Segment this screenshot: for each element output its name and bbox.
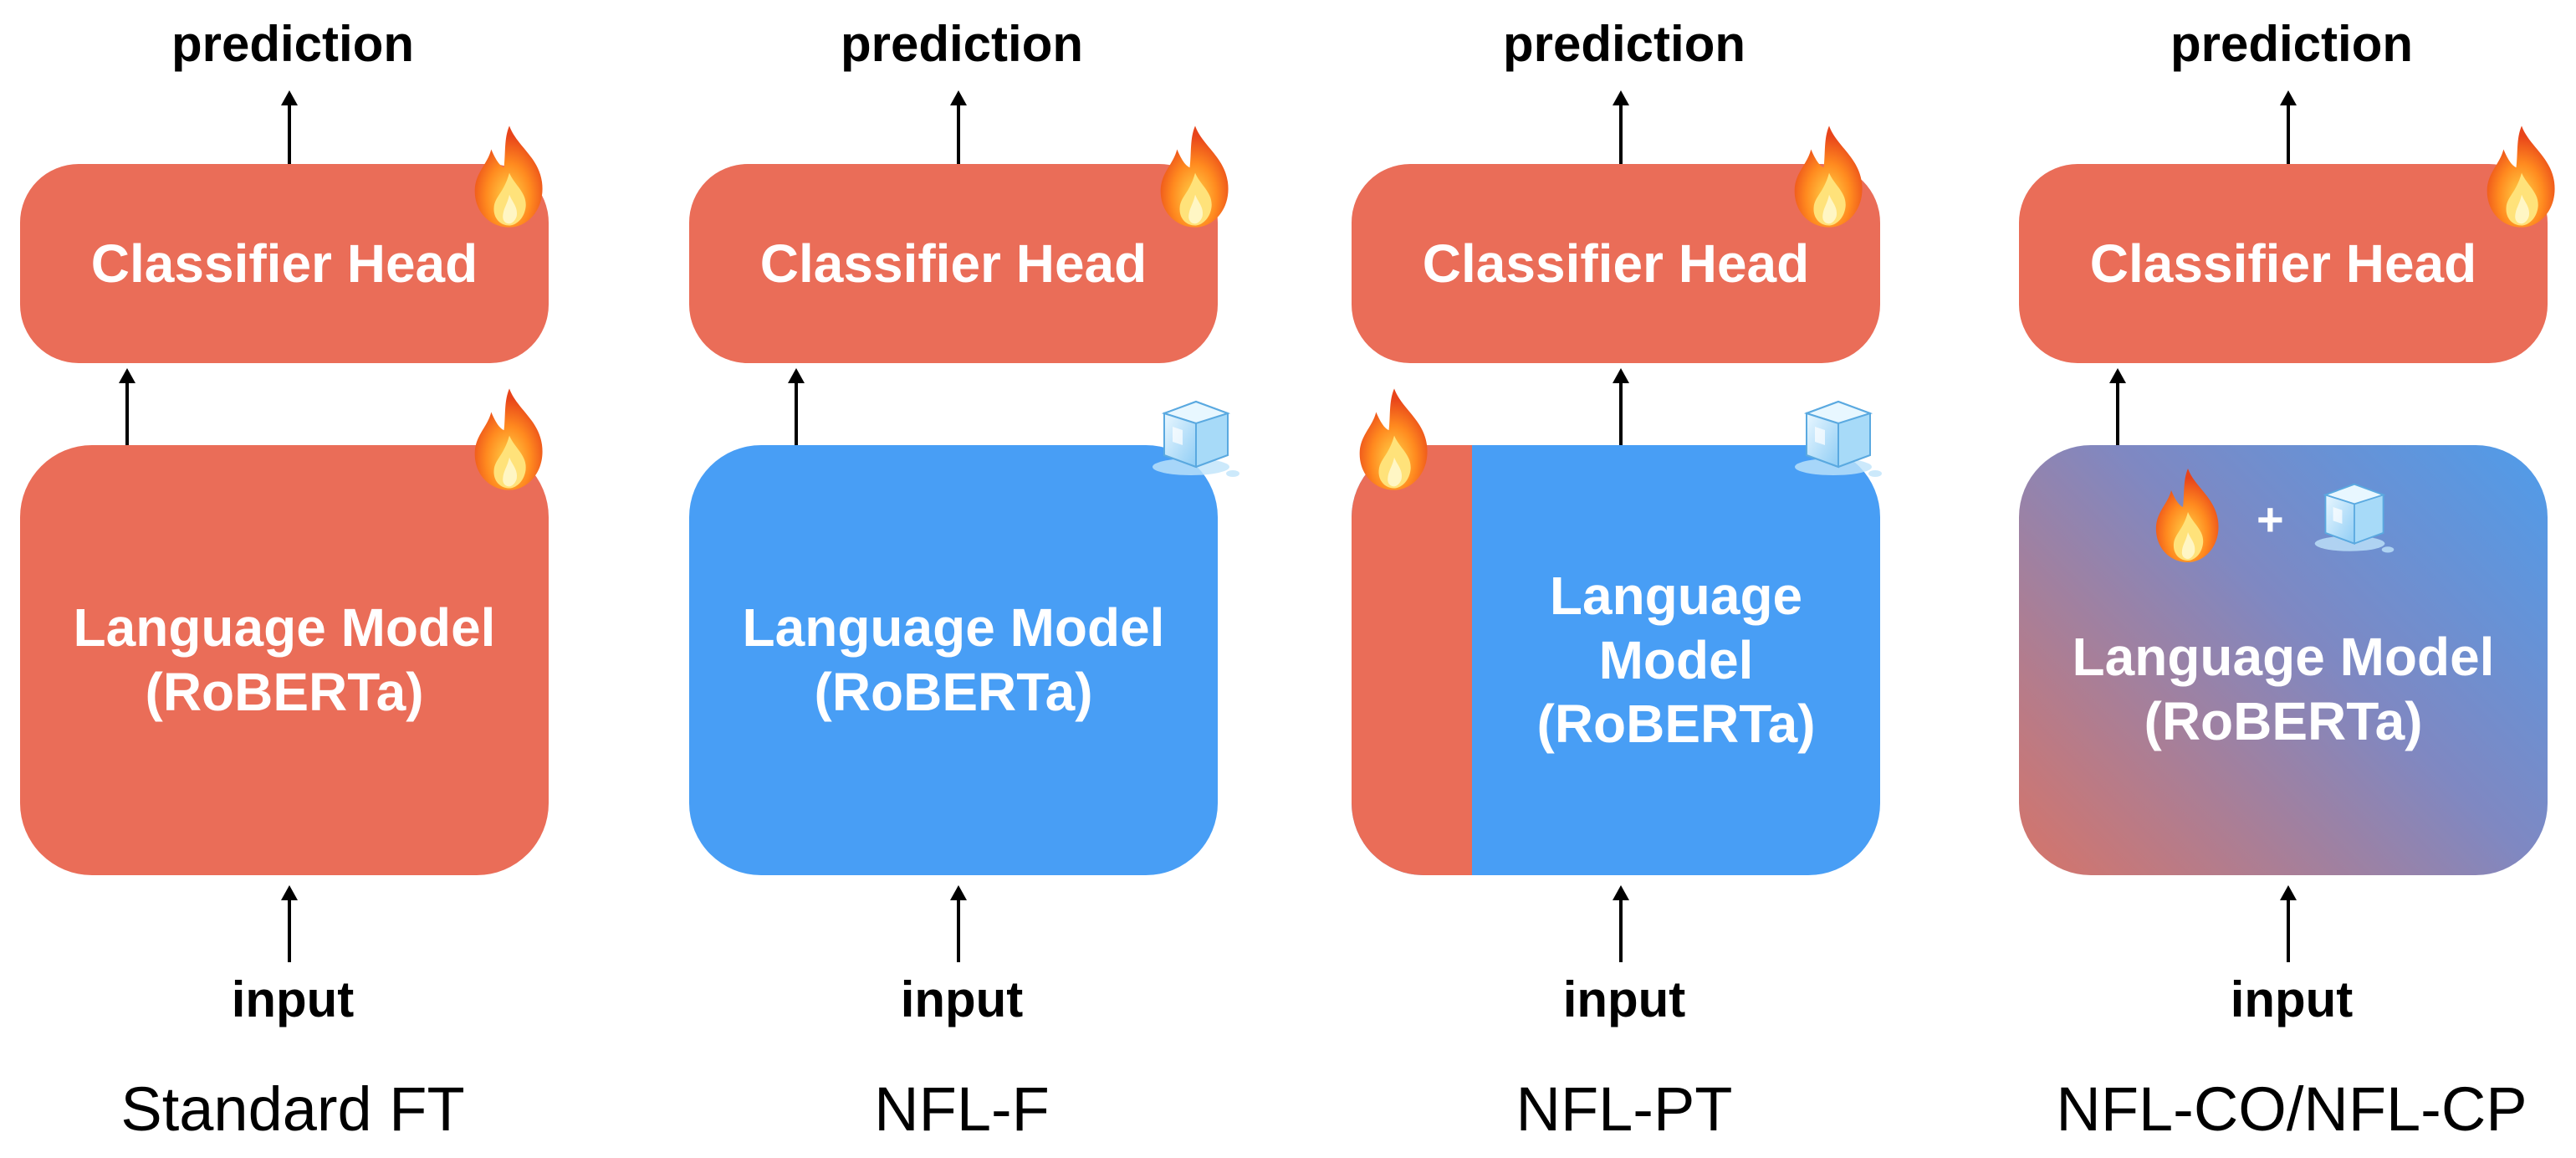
arrow-input-to-lm bbox=[2280, 885, 2297, 962]
lm-line-2: Model bbox=[1598, 629, 1754, 690]
classifier-head-box: Classifier Head bbox=[689, 164, 1218, 363]
arrow-lm-to-head bbox=[788, 368, 805, 445]
arrow-lm-to-head bbox=[1613, 368, 1629, 445]
ice-cube-icon bbox=[1146, 390, 1246, 482]
input-label: input bbox=[1562, 971, 1686, 1027]
arrow-input-to-lm bbox=[281, 885, 298, 962]
prediction-label: prediction bbox=[171, 16, 414, 72]
lm-line-1: Language bbox=[1549, 565, 1803, 626]
caption: NFL-PT bbox=[1515, 1074, 1733, 1144]
ice-cube-icon bbox=[1788, 390, 1889, 482]
arrow-head-to-prediction bbox=[1613, 90, 1629, 167]
panel-nfl-co-cp: prediction Classifier Head Language Mode… bbox=[1999, 0, 2576, 1158]
fire-icon bbox=[1149, 122, 1241, 231]
lm-line-3: (RoBERTa) bbox=[1536, 694, 1816, 755]
plus-sign: + bbox=[2257, 493, 2284, 546]
caption: Standard FT bbox=[120, 1074, 465, 1144]
input-label: input bbox=[2230, 971, 2354, 1027]
language-model-box: Language Model (RoBERTa) bbox=[20, 445, 549, 875]
caption: NFL-F bbox=[874, 1074, 1050, 1144]
language-model-label: Language Model (RoBERTa) bbox=[2073, 625, 2495, 754]
panel-standard-ft: prediction Classifier Head Language Mode… bbox=[0, 0, 585, 1158]
fire-icon bbox=[2476, 122, 2568, 231]
arrow-input-to-lm bbox=[1613, 885, 1629, 962]
language-model-label: Language Model (RoBERTa) bbox=[1472, 445, 1880, 875]
classifier-head-label: Classifier Head bbox=[90, 233, 478, 294]
fire-icon bbox=[1348, 385, 1440, 494]
language-model-box: Language Model (RoBERTa) bbox=[2019, 445, 2548, 875]
panel-nfl-f: prediction Classifier Head Language Mode… bbox=[669, 0, 1255, 1158]
lm-line-1: Language Model bbox=[742, 597, 1165, 658]
prediction-label: prediction bbox=[1502, 16, 1745, 72]
classifier-head-box: Classifier Head bbox=[20, 164, 549, 363]
lm-line-2: (RoBERTa) bbox=[814, 662, 1093, 722]
arrow-head-to-prediction bbox=[2280, 90, 2297, 167]
arrow-head-to-prediction bbox=[281, 90, 298, 167]
lm-line-2: (RoBERTa) bbox=[2144, 691, 2423, 751]
ice-cube-icon bbox=[2308, 474, 2400, 557]
arrow-lm-to-head bbox=[2109, 368, 2126, 445]
panel-nfl-pt: prediction Classifier Head Language Mode… bbox=[1331, 0, 1917, 1158]
language-model-label: Language Model (RoBERTa) bbox=[74, 596, 496, 725]
language-model-box: Language Model (RoBERTa) bbox=[689, 445, 1218, 875]
classifier-head-label: Classifier Head bbox=[759, 233, 1147, 294]
trainable-prompt-strip bbox=[1352, 445, 1472, 875]
lm-line-1: Language Model bbox=[2072, 627, 2495, 688]
fire-icon bbox=[463, 122, 555, 231]
arrow-input-to-lm bbox=[950, 885, 967, 962]
classifier-head-box: Classifier Head bbox=[2019, 164, 2548, 363]
caption: NFL-CO/NFL-CP bbox=[2056, 1074, 2527, 1144]
prediction-label: prediction bbox=[2170, 16, 2413, 72]
lm-line-1: Language Model bbox=[73, 597, 496, 658]
classifier-head-label: Classifier Head bbox=[1422, 233, 1810, 294]
language-model-box: Language Model (RoBERTa) bbox=[1352, 445, 1880, 875]
lm-line-2: (RoBERTa) bbox=[145, 662, 424, 722]
fire-icon bbox=[2146, 465, 2230, 566]
input-label: input bbox=[900, 971, 1024, 1027]
arrow-lm-to-head bbox=[119, 368, 135, 445]
fire-icon bbox=[1783, 122, 1875, 231]
classifier-head-box: Classifier Head bbox=[1352, 164, 1880, 363]
arrow-head-to-prediction bbox=[950, 90, 967, 167]
classifier-head-label: Classifier Head bbox=[2089, 233, 2477, 294]
language-model-label: Language Model (RoBERTa) bbox=[743, 596, 1165, 725]
fire-icon bbox=[463, 385, 555, 494]
prediction-label: prediction bbox=[840, 16, 1083, 72]
input-label: input bbox=[231, 971, 355, 1027]
